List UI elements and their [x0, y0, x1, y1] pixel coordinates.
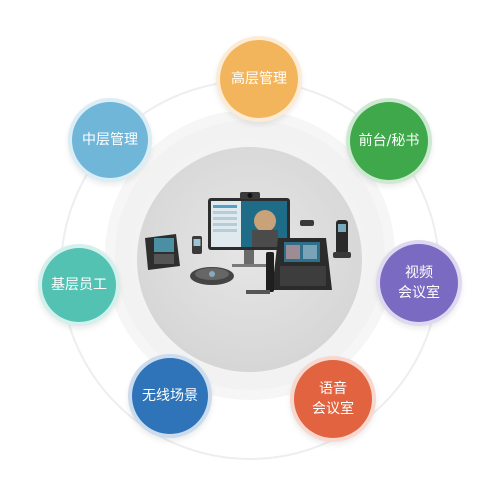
- node-middle-management: 中层管理: [68, 98, 152, 182]
- node-senior-management-label: 高层管理: [231, 71, 287, 87]
- node-reception-secretary: 前台/秘书: [346, 98, 432, 184]
- video-display: [208, 198, 290, 267]
- node-voice-meeting-room-label: 语音 会议室: [312, 381, 354, 417]
- node-video-meeting-room-label: 视频 会议室: [398, 265, 440, 301]
- node-middle-management-label: 中层管理: [82, 132, 138, 148]
- node-staff: 基层员工: [38, 244, 120, 326]
- node-reception-secretary-label: 前台/秘书: [358, 133, 420, 149]
- video-camera-small: [300, 220, 314, 226]
- conference-phone: [190, 267, 234, 285]
- node-wireless-scenario: 无线场景: [128, 354, 212, 438]
- desk-phone-large: [145, 234, 180, 270]
- node-senior-management: 高层管理: [216, 36, 302, 122]
- node-staff-label: 基层员工: [51, 277, 107, 293]
- node-video-meeting-room: 视频 会议室: [376, 240, 462, 326]
- devices-illustration: [145, 192, 351, 294]
- touchscreen-phone: [246, 238, 332, 294]
- cordless-phone: [333, 220, 351, 258]
- video-camera: [240, 192, 260, 199]
- small-desk-phone: [192, 236, 202, 254]
- node-voice-meeting-room: 语音 会议室: [290, 356, 376, 442]
- node-wireless-scenario-label: 无线场景: [142, 388, 198, 404]
